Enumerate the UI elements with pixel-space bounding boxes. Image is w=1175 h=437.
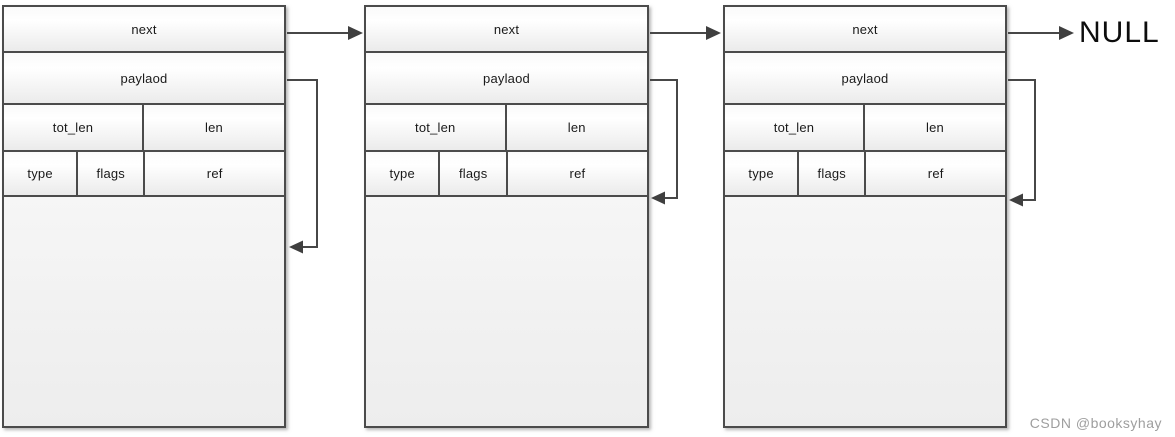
field-tot-len: tot_len bbox=[725, 105, 865, 150]
field-next-label: next bbox=[131, 21, 157, 37]
field-tot-len: tot_len bbox=[4, 105, 144, 150]
field-next: next bbox=[366, 7, 647, 53]
field-type: type bbox=[366, 152, 441, 195]
next-pointer-arrow-3 bbox=[1008, 26, 1074, 40]
payload-self-arrow-2 bbox=[650, 79, 678, 205]
field-type: type bbox=[725, 152, 800, 195]
field-len-label: len bbox=[205, 120, 223, 135]
field-len: len bbox=[144, 105, 284, 150]
field-flags-label: flags bbox=[458, 166, 488, 181]
field-ref: ref bbox=[508, 152, 647, 195]
row-meta: type flags ref bbox=[725, 152, 1005, 197]
field-len: len bbox=[865, 105, 1005, 150]
field-tot-len-label: tot_len bbox=[52, 120, 94, 135]
field-ref-label: ref bbox=[569, 166, 586, 181]
field-payload-label: paylaod bbox=[120, 70, 168, 86]
field-ref-label: ref bbox=[206, 166, 223, 181]
next-pointer-arrow-2 bbox=[650, 26, 721, 40]
field-type-label: type bbox=[748, 166, 774, 181]
field-type: type bbox=[4, 152, 79, 195]
pbuf-node-2: next paylaod tot_len len type flags ref bbox=[364, 5, 649, 428]
field-tot-len-label: tot_len bbox=[415, 120, 456, 135]
row-lengths: tot_len len bbox=[725, 105, 1005, 152]
field-payload: paylaod bbox=[4, 53, 284, 105]
field-flags-label: flags bbox=[817, 166, 847, 181]
pbuf-node-3: next paylaod tot_len len type flags ref bbox=[723, 5, 1007, 428]
pbuf-node-1: next paylaod tot_len len type flags ref bbox=[2, 5, 286, 428]
row-meta: type flags ref bbox=[4, 152, 284, 197]
field-next: next bbox=[4, 7, 284, 53]
field-payload: paylaod bbox=[366, 53, 647, 105]
payload-self-arrow-1 bbox=[287, 79, 318, 254]
row-lengths: tot_len len bbox=[4, 105, 284, 152]
row-lengths: tot_len len bbox=[366, 105, 647, 152]
field-tot-len: tot_len bbox=[366, 105, 507, 150]
field-len-label: len bbox=[567, 120, 586, 135]
field-flags: flags bbox=[78, 152, 146, 195]
watermark: CSDN @booksyhay bbox=[1029, 415, 1162, 431]
field-type-label: type bbox=[389, 166, 415, 181]
field-flags: flags bbox=[440, 152, 508, 195]
field-next-label: next bbox=[852, 21, 878, 37]
field-len: len bbox=[507, 105, 648, 150]
field-next: next bbox=[725, 7, 1005, 53]
field-payload-label: paylaod bbox=[483, 70, 530, 86]
field-len-label: len bbox=[926, 120, 944, 135]
field-next-label: next bbox=[493, 21, 520, 37]
field-type-label: type bbox=[27, 166, 53, 181]
field-flags: flags bbox=[799, 152, 867, 195]
field-payload-label: paylaod bbox=[841, 70, 889, 86]
null-terminator-label: NULL bbox=[1079, 16, 1160, 49]
field-ref-label: ref bbox=[927, 166, 944, 181]
field-ref: ref bbox=[145, 152, 284, 195]
field-ref: ref bbox=[866, 152, 1005, 195]
field-payload: paylaod bbox=[725, 53, 1005, 105]
field-flags-label: flags bbox=[96, 166, 126, 181]
payload-self-arrow-3 bbox=[1008, 79, 1036, 207]
row-meta: type flags ref bbox=[366, 152, 647, 197]
next-pointer-arrow-1 bbox=[287, 26, 363, 40]
field-tot-len-label: tot_len bbox=[773, 120, 815, 135]
